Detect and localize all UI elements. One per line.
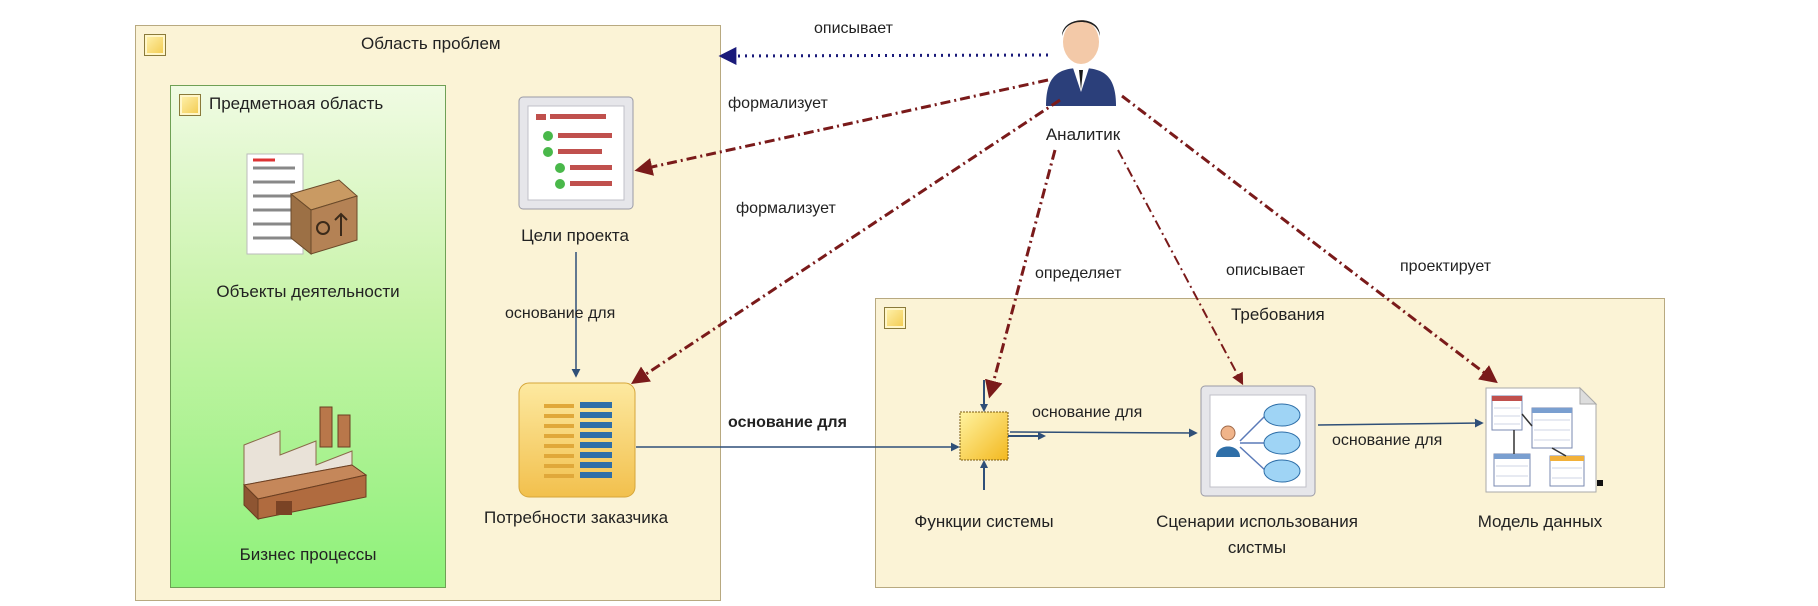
edge-label-designs: проектирует [1400,258,1492,275]
edge-formalizes-goals[interactable] [634,78,1049,176]
edge-formalizes-needs[interactable] [630,98,1061,384]
edge-label-defines: определяет [1035,265,1122,282]
edge-label-basis-scenarios-model: основание для [1332,432,1443,449]
objects-documents-box-icon[interactable] [245,150,365,262]
analyst-person-icon[interactable] [1040,6,1122,106]
edge-label-basis-functions-scenarios: основание для [1032,404,1143,421]
factory-icon[interactable] [240,405,370,520]
use-case-diagram-icon[interactable] [1200,385,1316,497]
package-icon [144,34,166,56]
edge-describes-scenarios[interactable] [1117,149,1244,386]
business-processes-label: Бизнес процессы [239,545,377,564]
edge-basis-functions-scenarios[interactable] [1009,428,1198,438]
scenarios-label-line2: систмы [1227,538,1287,557]
needs-label: Потребности заказчика [483,508,669,527]
needs-list-icon[interactable] [518,382,636,498]
edge-label-formalizes-goals: формализует [728,95,828,112]
requirements-area-title: Требования [1231,305,1325,324]
function-block-icon[interactable] [940,376,1050,492]
goals-checklist-icon[interactable] [518,96,634,210]
domain-area-title: Предметноая область [209,94,384,113]
edge-describes-problem[interactable] [718,46,1049,65]
objects-label: Объекты деятельности [216,282,400,301]
edge-designs[interactable] [1121,94,1498,384]
edge-label-describes-problem: описывает [814,20,893,37]
analyst-label: Аналитик [1045,125,1121,144]
functions-label: Функции системы [914,512,1054,531]
problem-area-title: Область проблем [361,34,501,53]
edge-label-formalizes-needs: формализует [736,200,836,217]
scenarios-label-line1: Сценарии использования [1156,512,1358,531]
edge-basis-scenarios-model[interactable] [1317,418,1484,428]
package-icon [884,307,906,329]
data-model-tables-icon[interactable] [1480,386,1610,498]
edge-label-basis-needs-functions: основание для [728,414,847,431]
edge-label-describes-scenarios: описывает [1226,262,1305,279]
edge-defines[interactable] [984,149,1057,399]
goals-label: Цели проекта [521,226,629,245]
package-icon [179,94,201,116]
data-model-label: Модель данных [1477,512,1603,531]
edge-label-basis-goals-needs: основание для [505,305,616,322]
